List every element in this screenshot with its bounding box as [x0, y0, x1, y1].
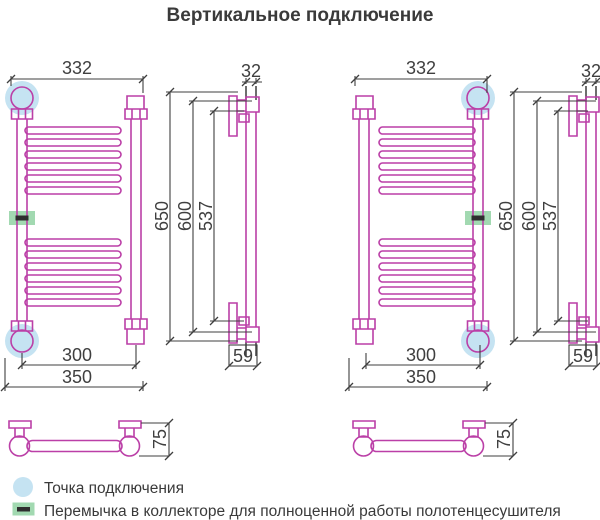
- riser-pipe-stubs: [245, 86, 257, 356]
- bottom-dimensions-left: 300 350: [0, 345, 148, 392]
- legend-connection-point-label: Точка подключения: [44, 480, 184, 497]
- bottom-view-shapes: [8, 420, 142, 438]
- side-view-left: 32 59: [224, 61, 262, 371]
- jumper-icon: [12, 502, 35, 516]
- legend: Точка подключения Перемычка в коллекторе…: [12, 477, 561, 520]
- page-title: Вертикальное подключение: [167, 5, 434, 26]
- vertical-dimensions-right: [495, 87, 597, 346]
- unit-right: [344, 57, 600, 461]
- dimension-label-59: 59: [233, 346, 253, 366]
- dimension-bracket-depth: 75: [139, 418, 174, 461]
- connection-point-icon: [13, 477, 33, 497]
- rungs: [24, 126, 122, 307]
- front-view-left: [5, 81, 148, 358]
- dimension-label-332: 332: [62, 58, 92, 78]
- connection-point-top-marker: [5, 81, 39, 115]
- side-view-right: [564, 60, 600, 371]
- unit-left: 32 59 650 600 537 332 300: [0, 58, 262, 461]
- connection-point-bottom-marker: [5, 324, 39, 358]
- legend-jumper-label: Перемычка в коллекторе для полноценной р…: [44, 503, 561, 520]
- bracket-and-valve: [228, 95, 260, 344]
- bottom-view-left: 75: [8, 418, 174, 461]
- top-dimension-left: 332: [6, 58, 148, 93]
- dimension-label-75: 75: [150, 429, 170, 449]
- dimension-label-650: 650: [152, 201, 172, 231]
- dimension-label-350: 350: [62, 367, 92, 387]
- front-view-right: [352, 80, 496, 359]
- dimension-label-537: 537: [196, 201, 216, 231]
- jumper-dash: [15, 215, 29, 221]
- dimension-label-32: 32: [241, 61, 261, 81]
- dimension-label-300: 300: [62, 345, 92, 365]
- bottom-view-right: [352, 418, 518, 461]
- vertical-dimensions-left: 650 600 537: [152, 87, 252, 346]
- dimension-wall-to-riser: 59: [224, 344, 262, 371]
- dimension-label-600: 600: [175, 201, 195, 231]
- dimension-riser-offset: 32: [241, 61, 262, 87]
